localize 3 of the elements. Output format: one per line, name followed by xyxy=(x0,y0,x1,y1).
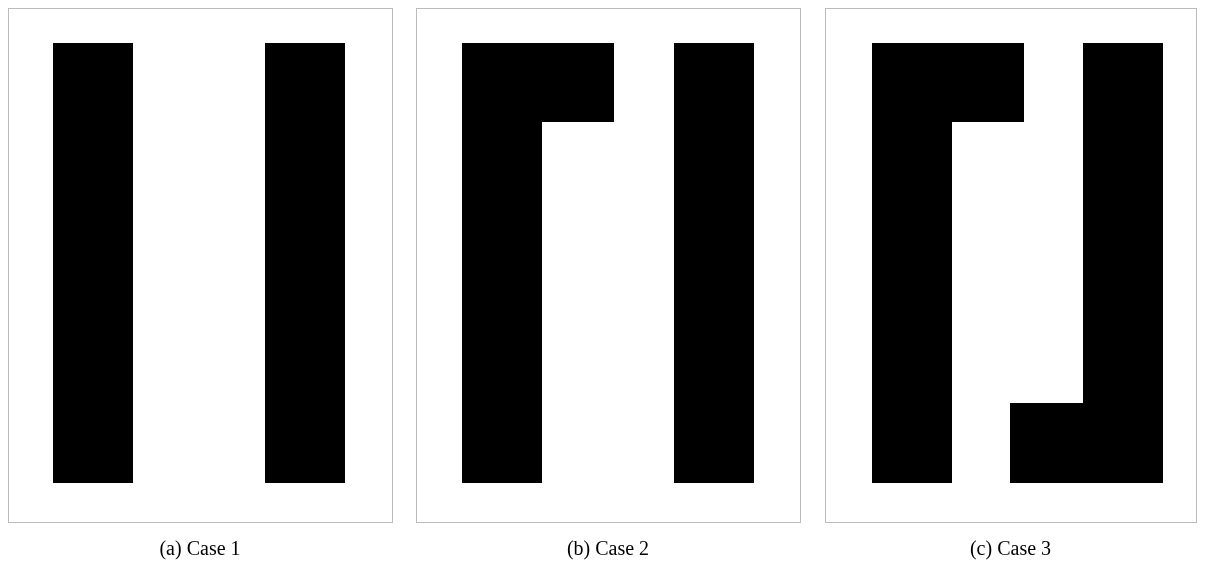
figure-caption: (a) Case 1 xyxy=(159,537,241,560)
figure-caption: (b) Case 2 xyxy=(566,537,650,560)
figure-caption: (c) Case 3 xyxy=(969,537,1052,560)
